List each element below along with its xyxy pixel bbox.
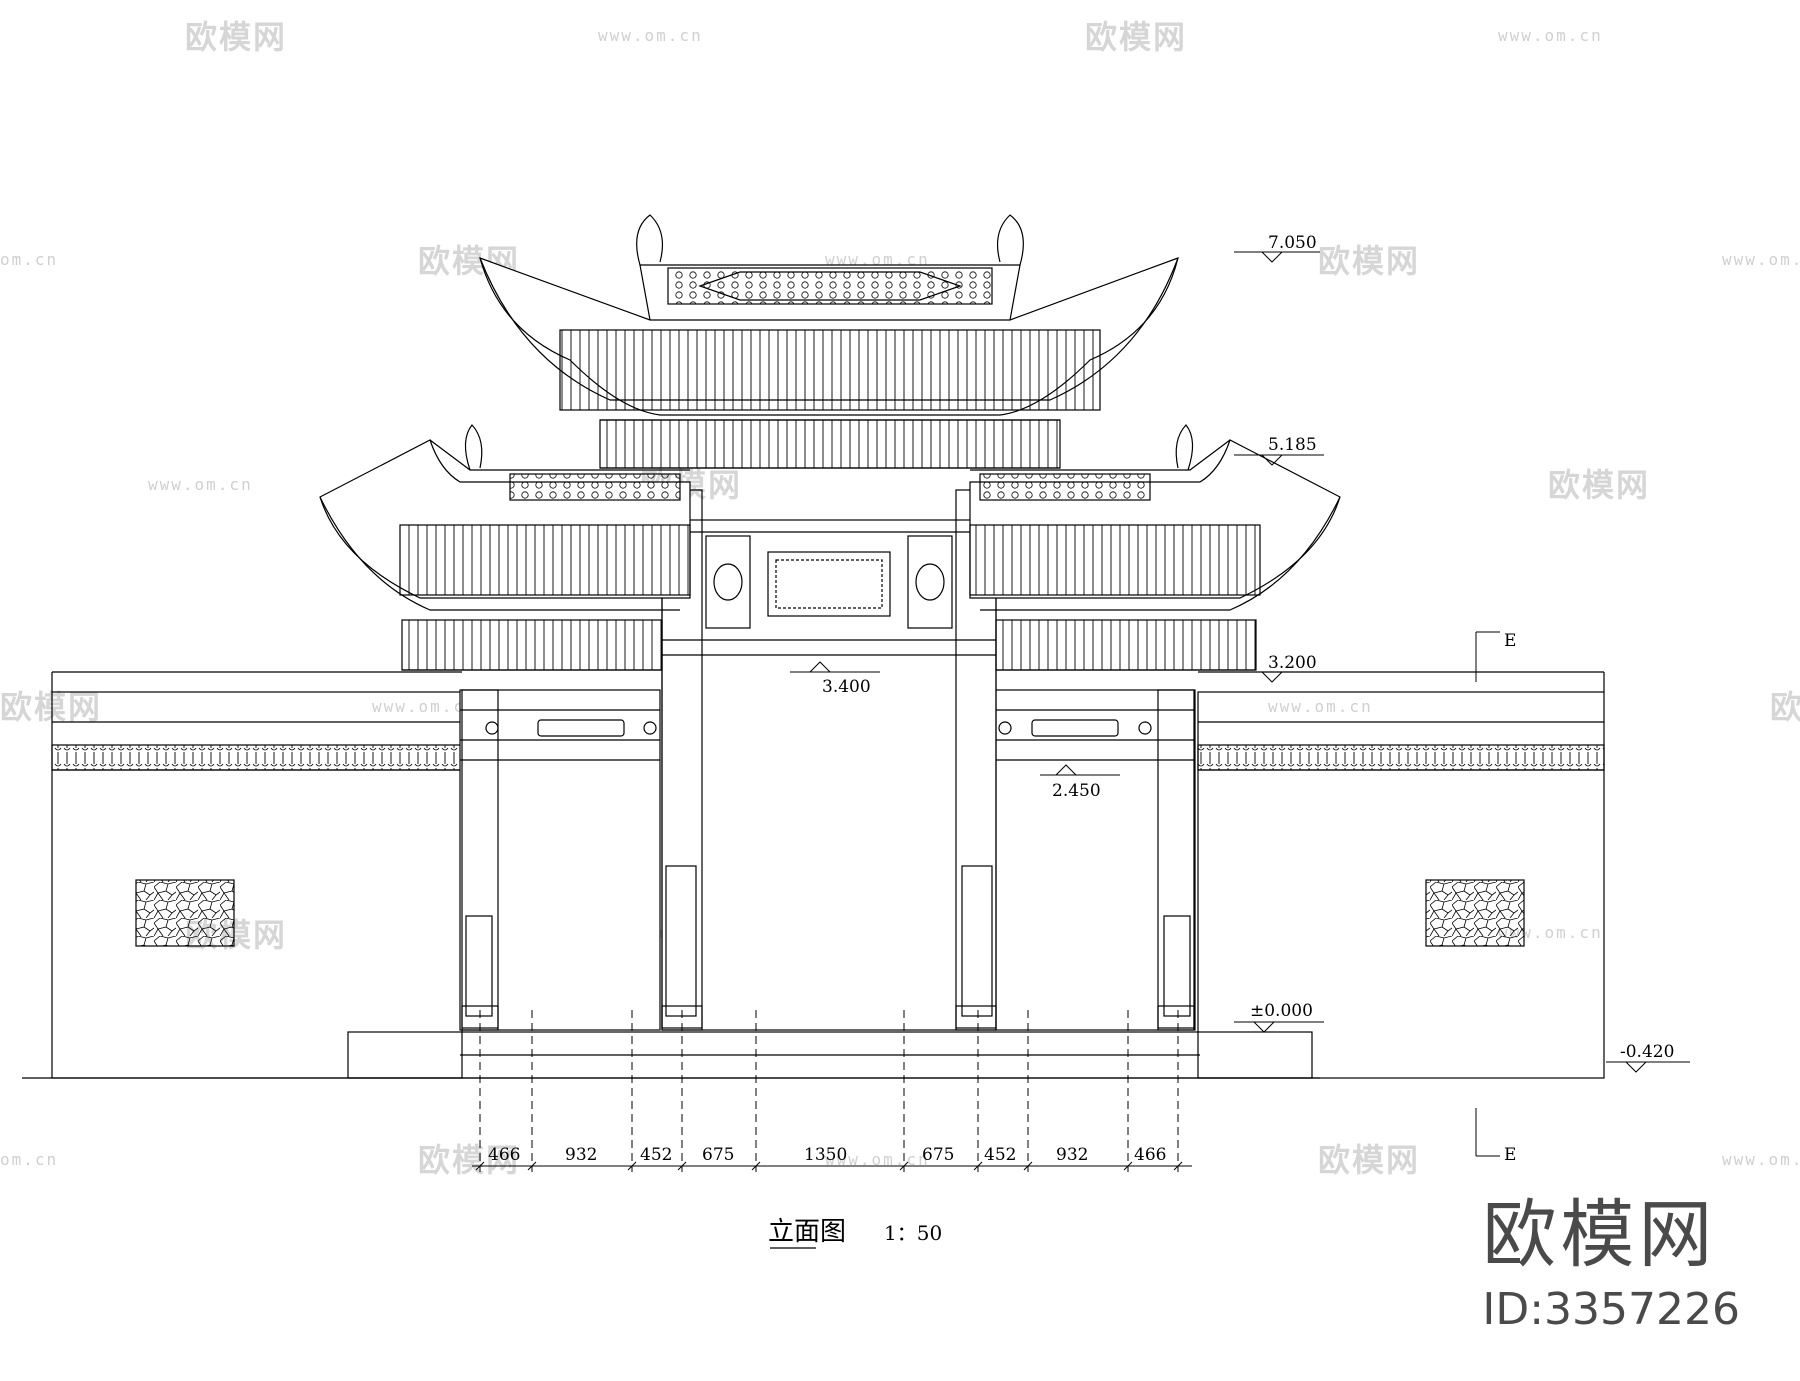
watermark-url: www.om.cn	[1498, 26, 1603, 45]
left-wall-stone-panel	[135, 879, 235, 947]
upper-main-roof	[479, 214, 1179, 469]
right-side-bay	[994, 689, 1196, 1031]
level-label-street: -0.420	[1620, 1042, 1674, 1062]
dimension-label: 932	[565, 1145, 597, 1165]
base-platform	[347, 1031, 1313, 1079]
dimension-label: 1350	[804, 1145, 847, 1165]
watermark-url: om.cn	[0, 1150, 59, 1169]
watermark-logo: 欧模网	[0, 688, 103, 726]
left-wall	[51, 671, 463, 1079]
brand-watermark: 欧模网 ID:3357226	[1482, 1198, 1740, 1334]
drawing-scale: 1：50	[884, 1221, 942, 1245]
watermark-url: om.cn	[0, 250, 59, 269]
right-roof-ornament	[1175, 424, 1194, 471]
right-wall	[1197, 671, 1605, 1079]
watermark-logo: 欧模网	[1318, 1141, 1421, 1179]
watermark-url: www.om.cn	[148, 475, 253, 494]
level-label-center-lintel: 3.400	[822, 677, 871, 697]
watermark-logo: 欧模网	[1085, 18, 1188, 56]
watermark-logo: 欧模网	[1548, 466, 1651, 504]
central-bay	[661, 519, 997, 1031]
level-label-side-roof: 3.200	[1268, 653, 1317, 673]
watermark-url: www.om.cn	[1268, 697, 1373, 716]
left-roof-ornament	[464, 424, 483, 471]
brand-id: ID:3357226	[1482, 1284, 1740, 1335]
watermark-logo: 欧模网	[1770, 688, 1800, 726]
dimension-label: 675	[702, 1145, 734, 1165]
level-label-top: 7.050	[1268, 233, 1317, 253]
level-markers	[51, 251, 1690, 1157]
watermark-url: www.om.cn	[825, 250, 930, 269]
section-mark-top: E	[1504, 631, 1516, 651]
dimension-label: 932	[1056, 1145, 1088, 1165]
left-lower-roof	[319, 439, 691, 671]
watermark-url: www.om.cn	[598, 26, 703, 45]
watermark-url: www.om.cn	[1722, 250, 1800, 269]
dimension-label: 452	[984, 1145, 1016, 1165]
dimension-label: 466	[488, 1145, 520, 1165]
brand-name: 欧模网	[1482, 1192, 1717, 1278]
dimension-label: 466	[1134, 1145, 1166, 1165]
dimension-chain	[472, 1010, 1192, 1172]
watermark-url: www.om.cn	[372, 697, 477, 716]
dimension-label: 452	[640, 1145, 672, 1165]
central-name-plaque	[767, 551, 891, 617]
section-mark-bottom: E	[1504, 1145, 1516, 1165]
right-wall-stone-panel	[1425, 879, 1525, 947]
left-side-bay	[459, 689, 661, 1031]
drawing-title: 立面图	[768, 1217, 846, 1247]
dimension-label: 675	[922, 1145, 954, 1165]
watermark-url: www.om.cn	[1722, 1150, 1800, 1169]
level-label-mid-roof: 5.185	[1268, 435, 1317, 455]
level-label-ground: ±0.000	[1250, 1001, 1313, 1021]
level-label-side-lintel: 2.450	[1052, 781, 1101, 801]
watermark-logo: 欧模网	[185, 18, 288, 56]
watermark-url: www.om.cn	[825, 1150, 930, 1169]
watermark-logo: 欧模网	[1318, 242, 1421, 280]
right-lower-roof	[969, 439, 1341, 671]
watermark-logo: 欧模网	[418, 1141, 521, 1179]
